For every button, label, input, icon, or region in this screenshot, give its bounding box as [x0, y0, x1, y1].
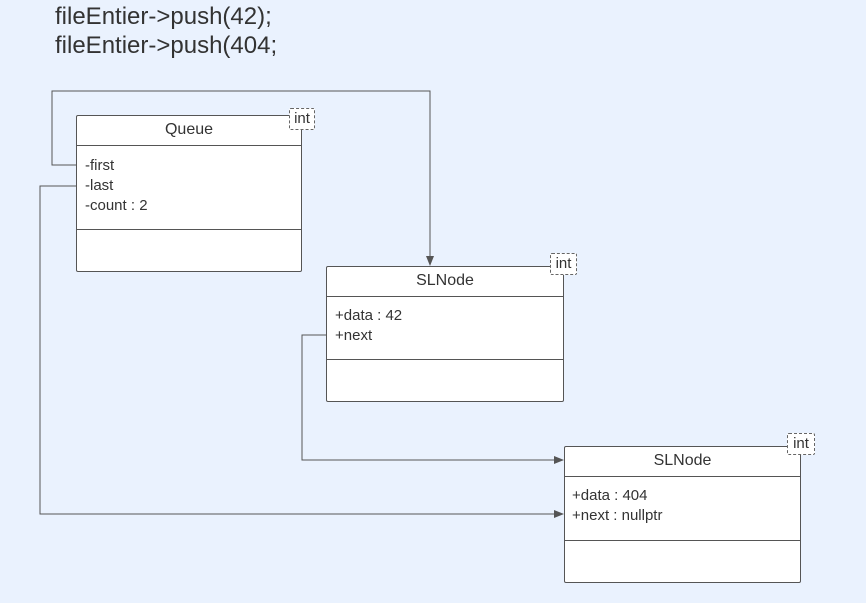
slnode-404-class-title: SLNode: [565, 447, 800, 477]
last-pointer-arrow: [39, 185, 564, 518]
code-line-2: fileEntier->push(404;: [55, 32, 278, 59]
slnode-42-attr-next: +next: [335, 327, 373, 344]
code-line-1: fileEntier->push(42);: [55, 3, 272, 30]
queue-attr-last: -last: [85, 177, 114, 194]
slnode-42-class-title: SLNode: [327, 267, 563, 297]
slnode-404-attr-next: +next : nullptr: [572, 507, 663, 524]
slnode-42-class-box[interactable]: SLNode +data : 42 +next: [326, 266, 564, 402]
queue-attr-count: -count : 2: [85, 197, 148, 214]
slnode-42-attributes: +data : 42 +next: [327, 297, 563, 360]
queue-template-param: int: [289, 108, 315, 130]
slnode-404-attr-data: +data : 404: [572, 487, 648, 504]
slnode-404-template-param: int: [787, 433, 815, 455]
slnode-42-attr-data: +data : 42: [335, 307, 403, 324]
queue-attr-first: -first: [85, 157, 115, 174]
queue-attributes: -first -last -count : 2: [77, 146, 301, 230]
slnode-404-class-box[interactable]: SLNode +data : 404 +next : nullptr: [564, 446, 801, 583]
queue-class-title: Queue: [77, 116, 301, 146]
queue-class-box[interactable]: Queue -first -last -count : 2: [76, 115, 302, 272]
next-pointer-arrow: [301, 334, 564, 464]
slnode-42-template-param: int: [550, 253, 577, 275]
slnode-404-attributes: +data : 404 +next : nullptr: [565, 477, 800, 541]
first-pointer-arrow: [51, 90, 434, 266]
